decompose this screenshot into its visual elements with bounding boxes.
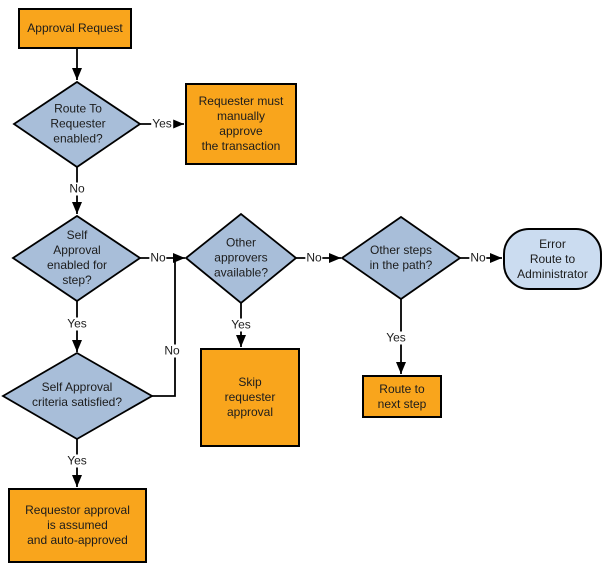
node-approval-request: Approval Request <box>18 8 132 49</box>
edge-label-route-no: No <box>68 181 86 196</box>
edge-label-self-approval-no: No <box>149 250 167 265</box>
node-requestor-approval-assumed: Requestor approval is assumed and auto-a… <box>8 488 147 563</box>
node-approval-request-label: Approval Request <box>27 21 123 35</box>
decision-shape-route-to-requester <box>12 80 142 169</box>
decision-self-approval-criteria-label: Self Approval criteria satisfied? <box>31 380 123 409</box>
edge-label-other-approvers-yes: Yes <box>230 317 252 332</box>
edge-label-other-steps-no: No <box>469 250 487 265</box>
node-requestor-approval-assumed-label: Requestor approval is assumed and auto-a… <box>25 503 130 547</box>
edge-label-criteria-no: No <box>163 343 181 358</box>
decision-shape-self-approval-criteria <box>1 351 154 441</box>
node-error-route-to-administrator: Error Route to Administrator <box>503 228 602 290</box>
decision-shape-other-steps <box>340 215 462 301</box>
node-route-to-next-step: Route to next step <box>362 375 442 418</box>
edge-label-other-steps-yes: Yes <box>385 330 407 345</box>
edge-label-self-approval-yes: Yes <box>66 316 88 331</box>
node-route-to-next-step-label: Route to next step <box>377 381 427 411</box>
edge-label-criteria-yes: Yes <box>66 453 88 468</box>
decision-other-steps-label: Other steps in the path? <box>369 243 433 272</box>
node-skip-requester-approval-label: Skip requester approval <box>224 375 276 419</box>
decision-shape-self-approval-enabled <box>11 214 142 303</box>
decision-shape-other-approvers <box>184 212 298 305</box>
node-skip-requester-approval: Skip requester approval <box>200 348 300 447</box>
decision-other-approvers-label: Other approvers available? <box>213 235 269 280</box>
connector-criteria-no-to-other-approvers <box>152 258 176 397</box>
node-requester-must-manually-approve-label: Requester must manually approve the tran… <box>198 94 284 153</box>
edge-label-route-yes: Yes <box>151 116 173 131</box>
node-error-route-to-administrator-label: Error Route to Administrator <box>517 236 588 281</box>
node-requester-must-manually-approve: Requester must manually approve the tran… <box>185 83 297 165</box>
decision-self-approval-enabled-label: Self Approval enabled for step? <box>46 228 108 287</box>
edge-label-other-approvers-no: No <box>305 250 323 265</box>
decision-route-to-requester-label: Route To Requester enabled? <box>50 101 106 146</box>
